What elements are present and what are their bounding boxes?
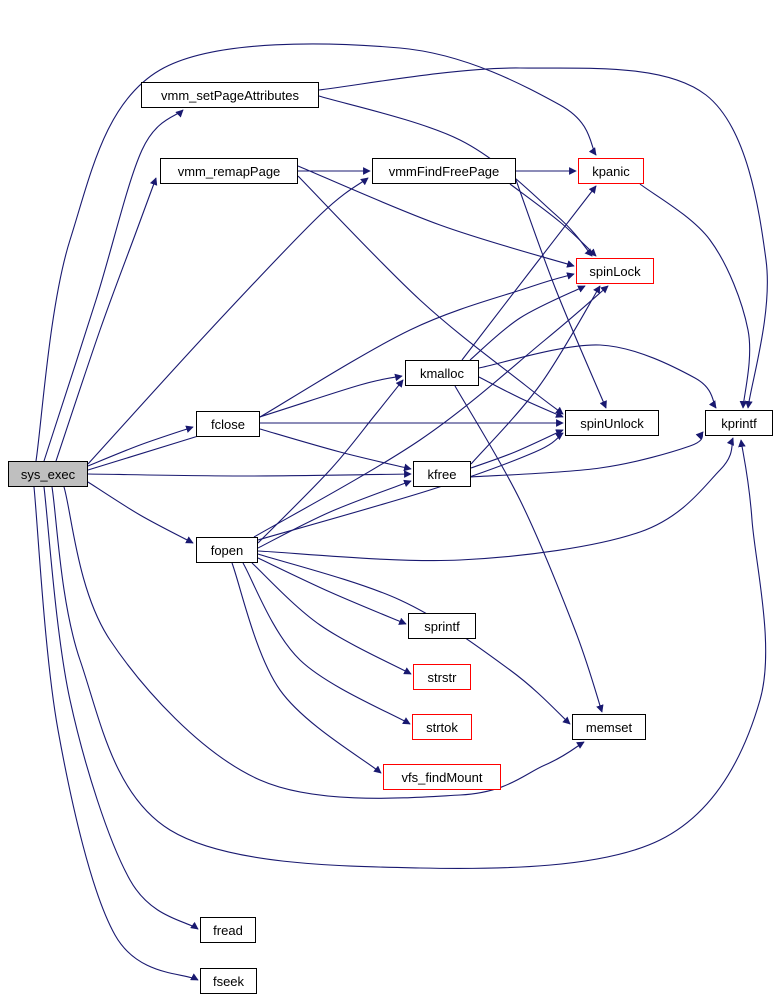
- node-vmm_remapPage[interactable]: vmm_remapPage: [160, 158, 298, 184]
- edge-group: [33, 43, 768, 981]
- node-sys_exec[interactable]: sys_exec: [8, 461, 88, 487]
- edge-fopen-to-memset: [257, 553, 571, 725]
- edge-vmmFindFreePage-to-spinUnlock: [515, 179, 607, 409]
- edge-fopen-to-vfs_findMount: [231, 562, 382, 774]
- node-memset[interactable]: memset: [572, 714, 646, 740]
- edge-kfree-to-spinLock: [470, 285, 601, 465]
- edge-fclose-to-spinLock: [259, 272, 575, 418]
- edge-sys_exec-to-vmmFindFreePage: [87, 177, 369, 465]
- node-strtok[interactable]: strtok: [412, 714, 472, 740]
- edge-sys_exec-to-kmalloc: [87, 373, 403, 471]
- node-kprintf[interactable]: kprintf: [705, 410, 773, 436]
- node-kfree[interactable]: kfree: [413, 461, 471, 487]
- edge-kmalloc-to-kprintf: [478, 344, 717, 409]
- edge-fclose-to-kfree: [259, 428, 412, 472]
- edge-kfree-to-spinUnlock: [470, 429, 564, 469]
- edge-sys_exec-to-fseek: [33, 486, 199, 981]
- node-vmmFindFreePage[interactable]: vmmFindFreePage: [372, 158, 516, 184]
- edge-sys_exec-to-fclose: [87, 425, 194, 467]
- node-fclose[interactable]: fclose: [196, 411, 260, 437]
- node-spinUnlock[interactable]: spinUnlock: [565, 410, 659, 436]
- edge-sys_exec-to-vmm_remapPage: [55, 177, 158, 462]
- edge-kfree-to-kprintf: [470, 431, 704, 478]
- node-kmalloc[interactable]: kmalloc: [405, 360, 479, 386]
- node-fread[interactable]: fread: [200, 917, 256, 943]
- edge-sys_exec-to-vmm_setPageAttributes: [43, 109, 184, 462]
- edge-kmalloc-to-kpanic: [461, 185, 597, 361]
- node-strstr[interactable]: strstr: [413, 664, 471, 690]
- edge-sys_exec-to-memset: [63, 486, 585, 799]
- node-fopen[interactable]: fopen: [196, 537, 258, 563]
- node-fseek[interactable]: fseek: [200, 968, 257, 994]
- edge-kpanic-to-kprintf: [639, 183, 751, 409]
- edge-fopen-to-spinLock: [253, 285, 609, 538]
- edge-kmalloc-to-spinUnlock: [478, 376, 564, 418]
- edge-kmalloc-to-memset: [454, 385, 604, 713]
- edge-vmmFindFreePage-to-spinLock: [509, 183, 597, 257]
- edge-sys_exec-to-fread: [43, 486, 199, 930]
- edge-sys_exec-to-kprintf: [51, 439, 767, 869]
- edge-fopen-to-kfree: [257, 479, 412, 549]
- edge-vmm_remapPage-to-spinUnlock: [297, 175, 564, 415]
- edge-sys_exec-to-kfree: [87, 470, 412, 478]
- node-spinLock[interactable]: spinLock: [576, 258, 654, 284]
- edge-fopen-to-sprintf: [257, 557, 407, 625]
- node-kpanic[interactable]: kpanic: [578, 158, 644, 184]
- node-vfs_findMount[interactable]: vfs_findMount: [383, 764, 501, 790]
- edge-sys_exec-to-fopen: [87, 481, 194, 544]
- edge-fopen-to-strstr: [251, 562, 412, 675]
- edge-fopen-to-kmalloc: [257, 379, 404, 544]
- edge-vmm_setPageAttributes-to-kprintf: [318, 67, 768, 409]
- edge-fopen-to-kprintf: [257, 437, 734, 562]
- edge-kmalloc-to-spinLock: [469, 285, 586, 361]
- edge-sys_exec-to-kpanic: [35, 43, 597, 462]
- node-sprintf[interactable]: sprintf: [408, 613, 476, 639]
- edge-fopen-to-strtok: [242, 562, 411, 725]
- node-vmm_setPageAttributes[interactable]: vmm_setPageAttributes: [141, 82, 319, 108]
